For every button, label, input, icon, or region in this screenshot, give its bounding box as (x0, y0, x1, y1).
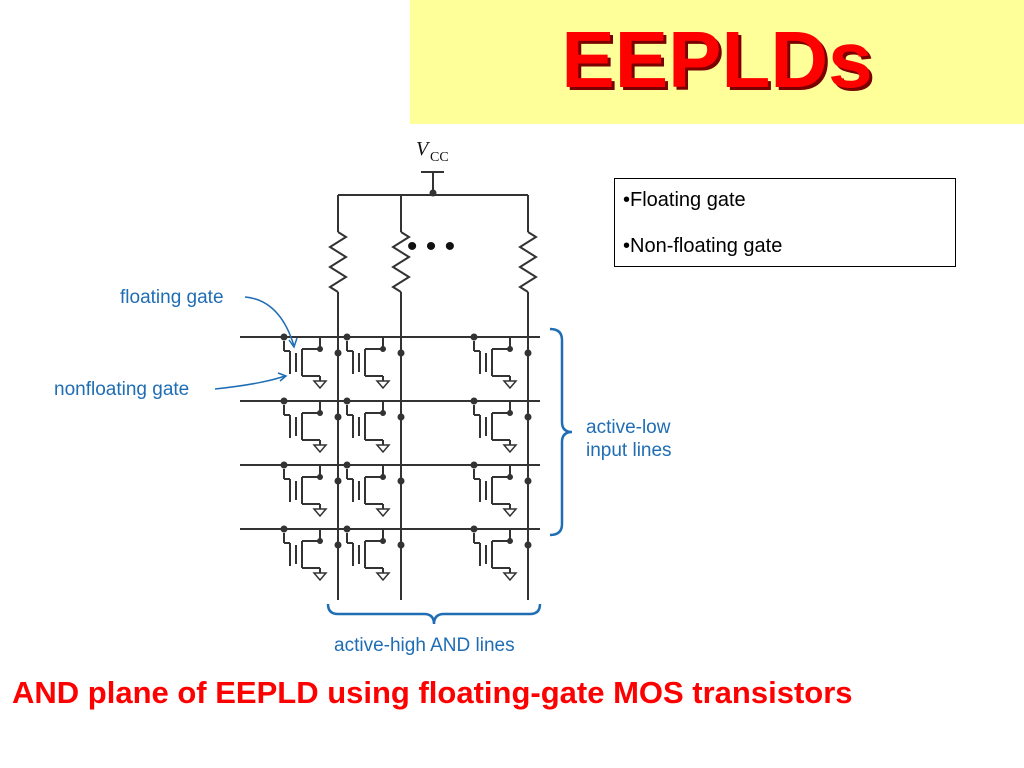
slide-caption: AND plane of EEPLD using floating-gate M… (12, 675, 853, 710)
vcc-subscript: CC (430, 150, 449, 165)
input-lines-bracket (549, 327, 573, 537)
ellipsis-dots: • • • (407, 230, 455, 263)
legend-box: •Floating gate •Non-floating gate (614, 178, 956, 267)
title-band (410, 0, 1024, 124)
floating-gate-label: floating gate (120, 287, 224, 308)
input-lines (240, 336, 540, 530)
nonfloating-gate-label: nonfloating gate (54, 379, 189, 400)
and-lines-label: active-high AND lines (334, 635, 515, 656)
annotation-arrows (214, 296, 298, 390)
slide-title: EEPLDs (561, 15, 873, 104)
vcc-label: V (416, 138, 431, 160)
and-lines (328, 195, 538, 600)
input-lines-label-line1: active-low (586, 417, 671, 438)
legend-item-non-floating-gate: •Non-floating gate (623, 235, 783, 257)
and-lines-bracket (326, 603, 542, 625)
junction-dots (280, 333, 532, 549)
input-lines-label-line2: input lines (586, 440, 672, 461)
vcc-supply (338, 171, 528, 197)
legend-item-floating-gate: •Floating gate (623, 189, 746, 211)
